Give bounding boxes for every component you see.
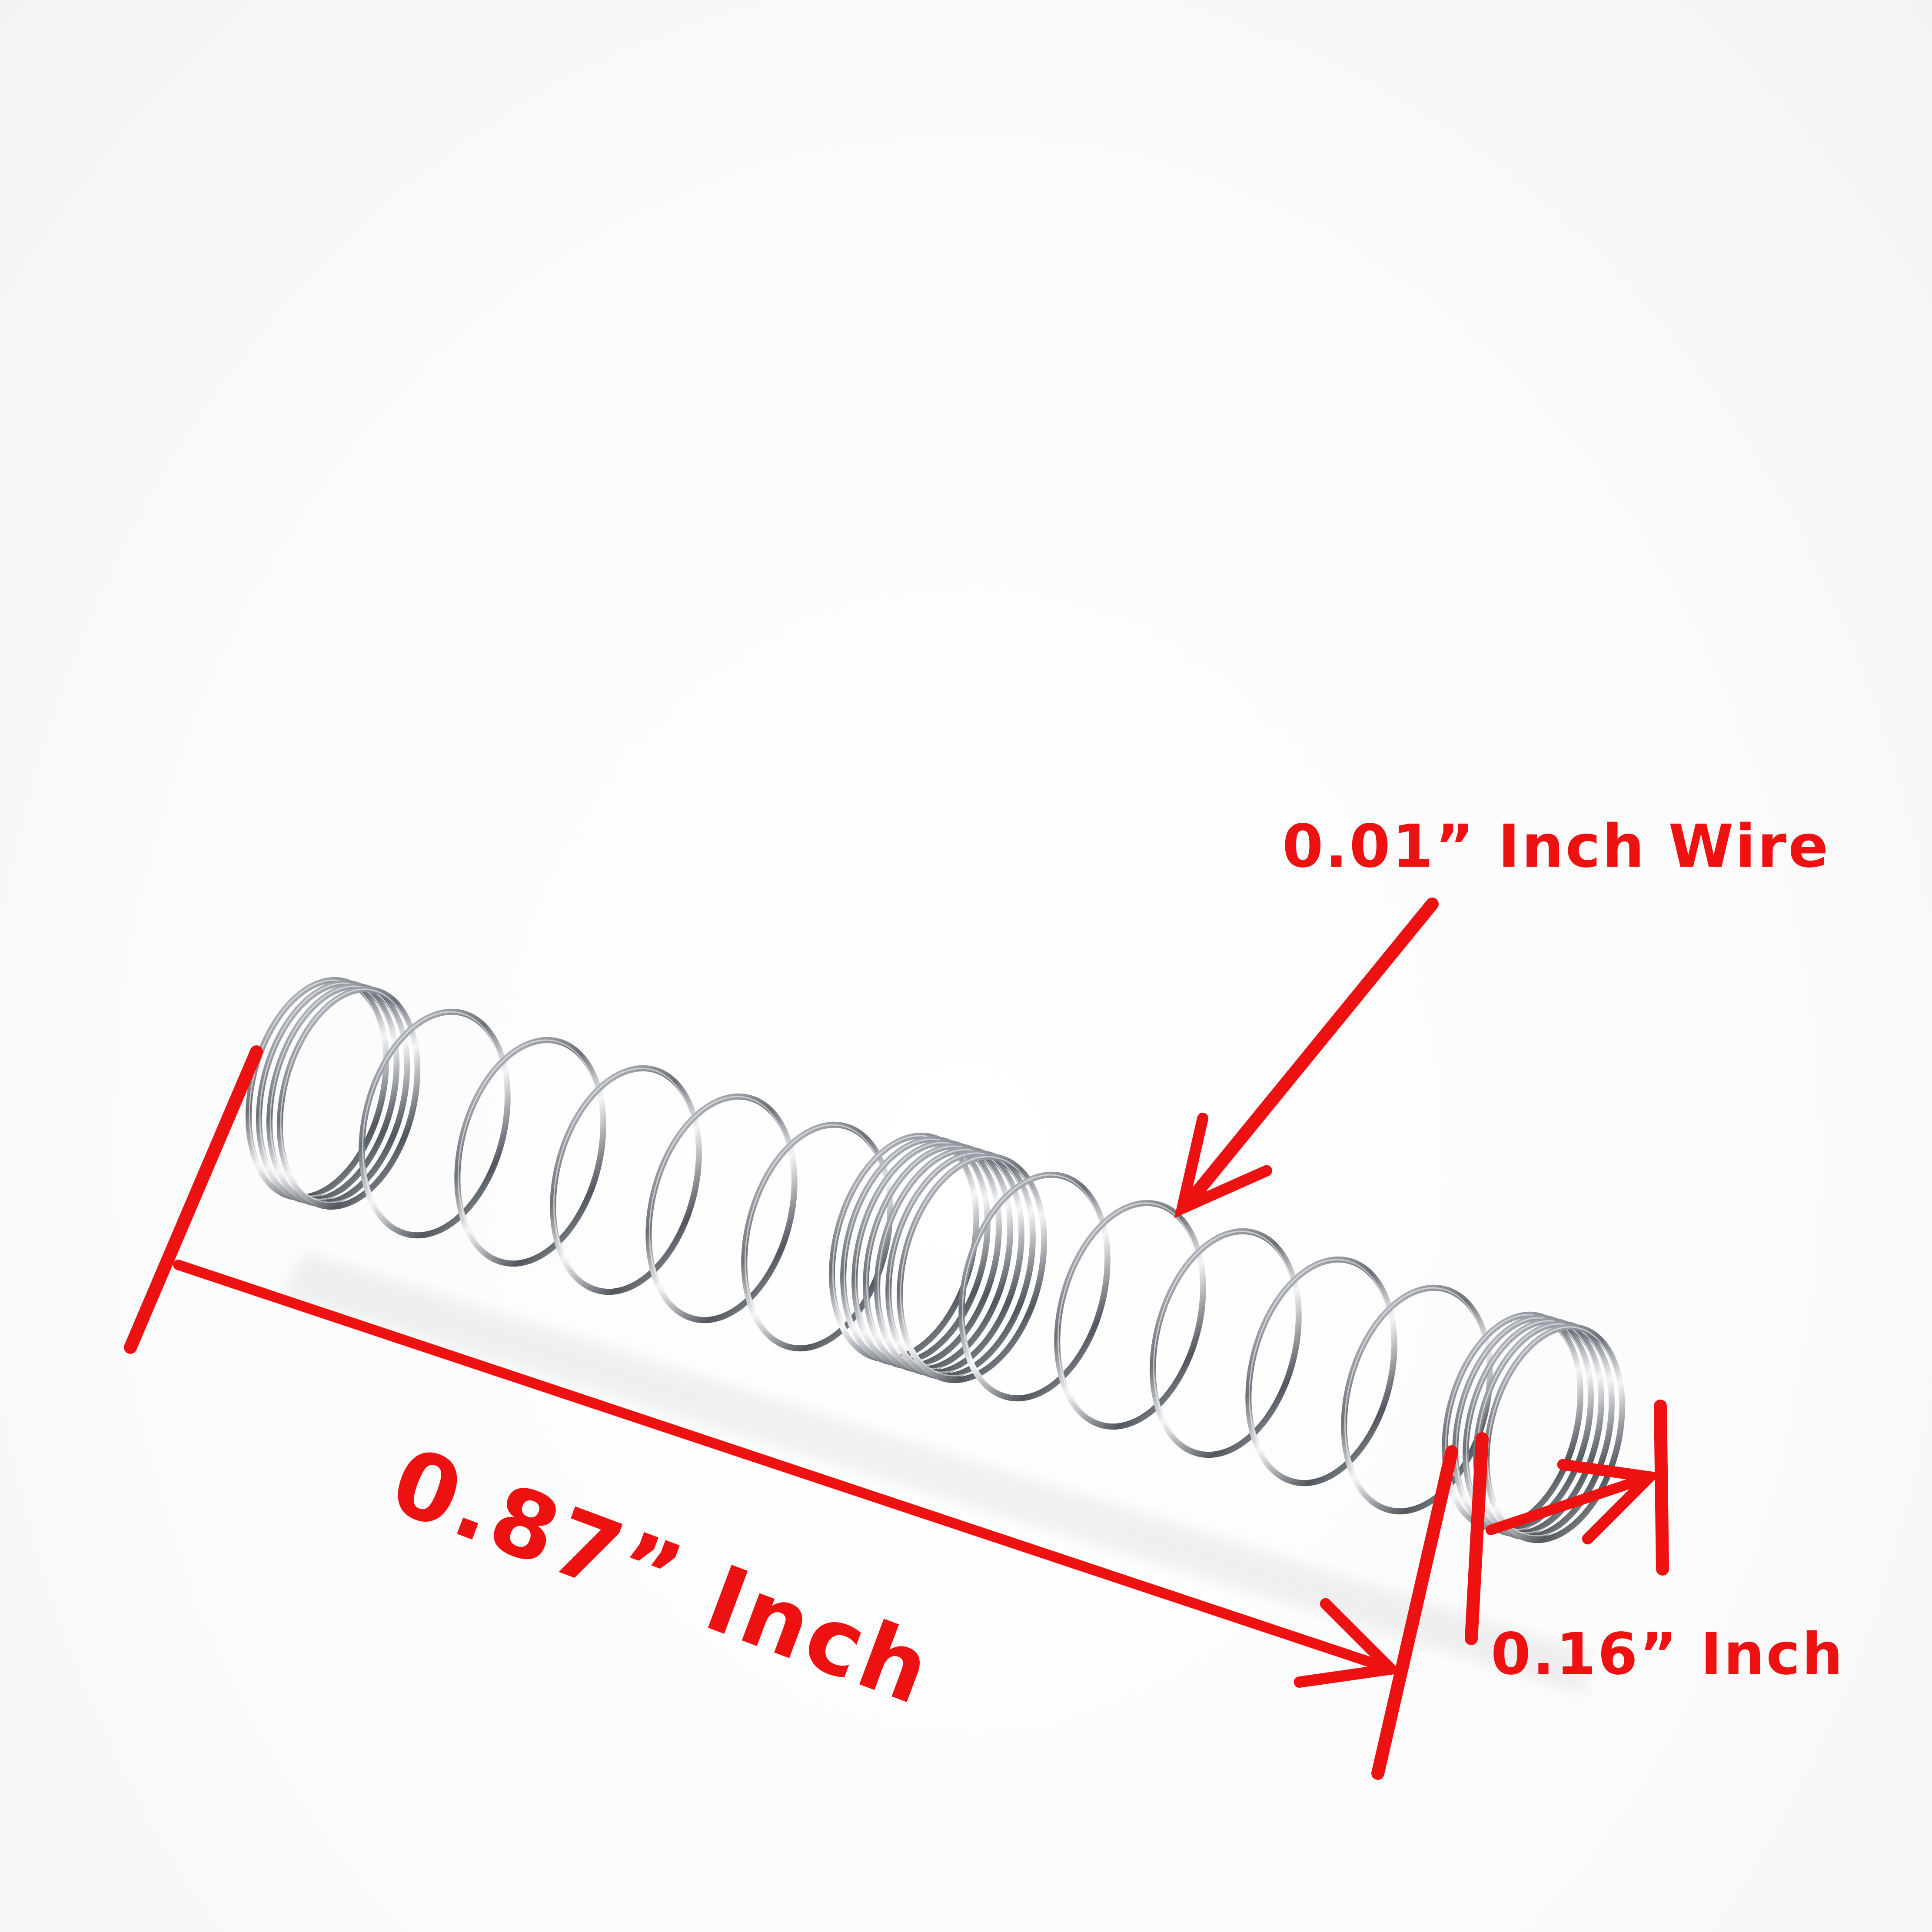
wire-leader-line	[1184, 898, 1439, 1206]
spring-coils	[245, 977, 1625, 1543]
diameter-dimension-line	[1486, 1473, 1653, 1535]
coil-highlight-5	[362, 1011, 505, 1232]
coil-highlight-18	[1057, 1202, 1200, 1423]
length-arrow-head	[1294, 1598, 1403, 1688]
coil-highlight-17	[961, 1174, 1105, 1395]
coil-highlight-19	[1153, 1230, 1296, 1451]
coil-highlight-20	[1248, 1259, 1392, 1480]
diameter-extension-left	[1465, 1432, 1489, 1645]
coil-highlight-6	[457, 1039, 601, 1260]
length-extension-left	[124, 1045, 263, 1354]
diameter-extension-right	[1654, 1400, 1669, 1576]
coil-highlight-8	[648, 1096, 792, 1317]
wire-diameter-label: 0.01” Inch Wire	[1282, 812, 1830, 881]
coil-highlight-7	[553, 1067, 696, 1288]
diameter-arrow-head	[1557, 1459, 1662, 1545]
length-extension-right	[1371, 1445, 1458, 1780]
coil-highlight-26	[1486, 1326, 1619, 1536]
length-dimension-line	[173, 1260, 1396, 1674]
coil-highlight-4	[280, 988, 415, 1203]
coil-highlight-16	[900, 1156, 1041, 1377]
wire-arrow-head	[1174, 1112, 1273, 1218]
spring-diameter-label: 0.16” Inch	[1491, 1621, 1845, 1688]
